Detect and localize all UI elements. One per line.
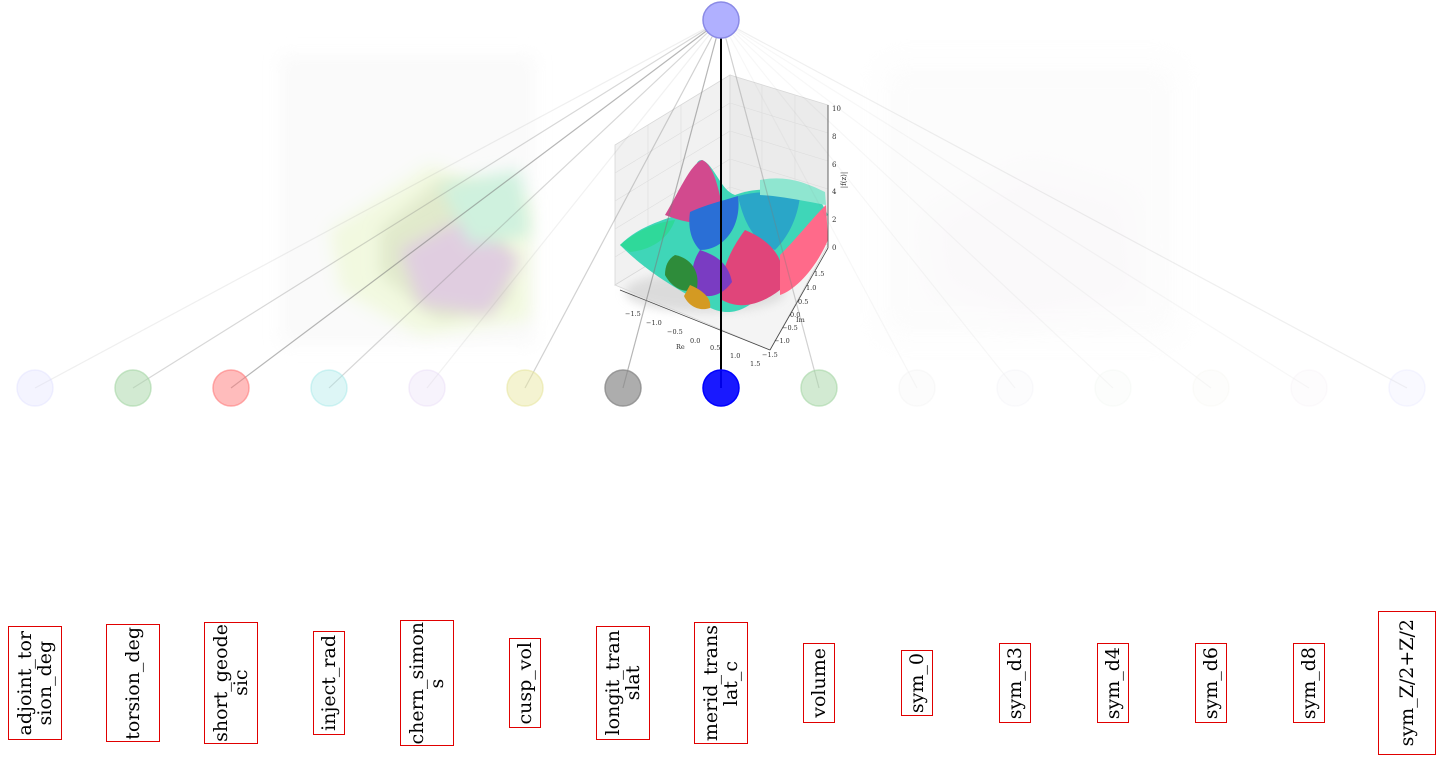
edge — [720, 19, 820, 389]
re-tick-label: −1.0 — [646, 319, 662, 327]
feature-node[interactable] — [996, 369, 1034, 407]
feature-label: torsion_deg — [122, 626, 144, 740]
z-tick-label: 2 — [832, 216, 836, 224]
edge — [720, 19, 1114, 389]
feature-label-box: sym_0 — [901, 650, 933, 716]
edges — [34, 19, 1408, 389]
z-axis-label: |f(z)| — [840, 172, 848, 188]
z-tick-label: 4 — [832, 188, 837, 196]
feature-label-box: longit_tran slat — [596, 626, 650, 740]
re-tick-label: 0.0 — [690, 337, 700, 345]
feature-node[interactable] — [1094, 369, 1132, 407]
edge — [720, 19, 918, 389]
edge — [720, 19, 1408, 389]
root-node[interactable] — [702, 1, 740, 39]
feature-node[interactable] — [604, 369, 642, 407]
feature-node[interactable] — [1388, 369, 1426, 407]
feature-label: sym_d6 — [1200, 646, 1222, 720]
im-axis: 1.5 1.0 0.5 0.0 −0.5 −1.0 −1.5 Im — [762, 270, 824, 359]
feature-label-box: short_geode sic — [204, 622, 258, 744]
feature-node[interactable] — [16, 369, 54, 407]
feature-label-box: inject_rad — [313, 631, 345, 735]
feature-label: adjoint_tor sion_deg — [14, 630, 56, 736]
edge — [328, 19, 722, 389]
re-tick-label: −1.5 — [625, 310, 641, 318]
z-tick-label: 6 — [832, 161, 837, 169]
feature-node[interactable] — [212, 369, 250, 407]
feature-label: longit_tran slat — [602, 630, 644, 736]
re-tick-label: 1.5 — [750, 360, 760, 368]
feature-label-box: cusp_vol — [509, 638, 541, 728]
feature-label: sym_0 — [906, 652, 928, 714]
re-tick-label: −0.5 — [667, 328, 683, 336]
z-tick-label: 10 — [832, 105, 841, 113]
feature-label-box: sym_d3 — [999, 643, 1031, 723]
feature-label-box: chern_simon s — [400, 620, 454, 746]
im-tick-label: 1.5 — [814, 270, 824, 278]
feature-label-box: sym_Z/2+Z/2 — [1378, 611, 1436, 755]
feature-label-box: sym_d4 — [1097, 643, 1129, 723]
feature-label-box: volume — [803, 643, 835, 723]
feature-label: sym_d4 — [1102, 646, 1124, 720]
feature-label: merid_trans lat_c — [700, 624, 742, 742]
feature-label-box: sym_d8 — [1293, 643, 1325, 723]
edge — [720, 19, 1310, 389]
feature-label-box: sym_d6 — [1195, 643, 1227, 723]
feature-label: sym_Z/2+Z/2 — [1396, 619, 1418, 747]
feature-label: short_geode sic — [210, 624, 252, 742]
feature-label: inject_rad — [318, 635, 340, 731]
im-tick-label: −1.5 — [762, 351, 778, 359]
feature-label-box: torsion_deg — [106, 624, 160, 742]
surface-plot-3d — [614, 74, 829, 351]
feature-node[interactable] — [702, 369, 740, 407]
re-axis-label: Re — [676, 343, 685, 351]
z-tick-label: 0 — [832, 244, 836, 252]
im-tick-label: −0.5 — [782, 324, 798, 332]
faded-surface-right — [880, 60, 1180, 340]
feature-node[interactable] — [1192, 369, 1230, 407]
faded-surface-left — [280, 55, 535, 345]
feature-node[interactable] — [898, 369, 936, 407]
feature-label: sym_d8 — [1298, 646, 1320, 720]
im-tick-label: 0.0 — [790, 311, 800, 319]
edge — [720, 19, 1212, 389]
feature-label: sym_d3 — [1004, 646, 1026, 720]
feature-node[interactable] — [114, 369, 152, 407]
feature-label-box: merid_trans lat_c — [694, 622, 748, 744]
edge — [132, 19, 722, 389]
im-axis-label: Im — [796, 316, 805, 324]
edge — [622, 19, 722, 389]
im-tick-label: −1.0 — [774, 337, 790, 345]
re-axis: −1.5 −1.0 −0.5 0.0 0.5 1.0 1.5 Re — [625, 310, 760, 368]
im-tick-label: 1.0 — [806, 284, 816, 292]
feature-node[interactable] — [800, 369, 838, 407]
feature-node[interactable] — [310, 369, 348, 407]
edge — [34, 19, 722, 389]
im-tick-label: 0.5 — [798, 298, 808, 306]
re-tick-label: 0.5 — [710, 344, 720, 352]
z-tick-label: 8 — [832, 133, 836, 141]
feature-label-box: adjoint_tor sion_deg — [8, 626, 62, 740]
edge — [524, 19, 722, 389]
feature-label: chern_simon s — [406, 621, 448, 745]
feature-label: volume — [808, 648, 830, 718]
feature-node[interactable] — [1290, 369, 1328, 407]
feature-node[interactable] — [408, 369, 446, 407]
feature-node[interactable] — [506, 369, 544, 407]
edge — [230, 19, 722, 389]
z-axis: 0 2 4 6 8 10 |f(z)| — [832, 105, 848, 252]
feature-nodes — [16, 369, 1426, 407]
feature-label: cusp_vol — [514, 641, 536, 725]
edge — [720, 19, 1016, 389]
edge — [426, 19, 722, 389]
re-tick-label: 1.0 — [730, 352, 740, 360]
